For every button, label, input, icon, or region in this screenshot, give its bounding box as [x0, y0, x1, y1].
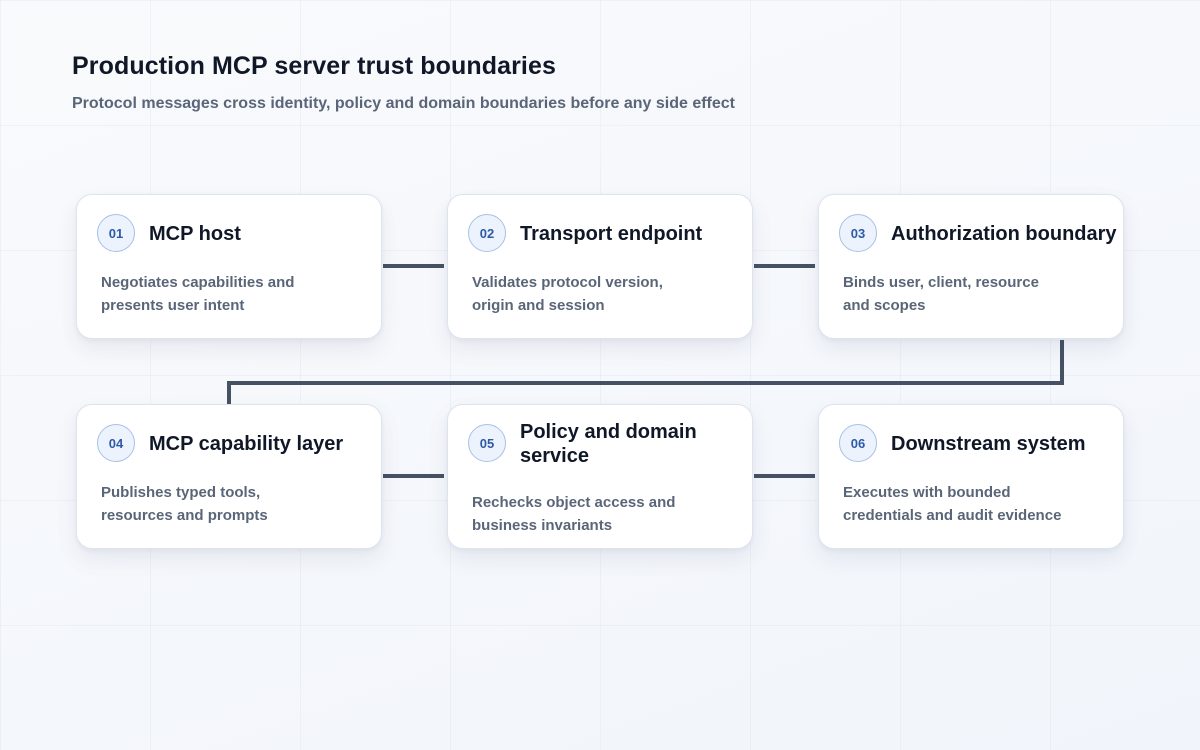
- connector-03-04: [227, 340, 1064, 404]
- step-card-downstream-system: 06 Downstream system Executes with bound…: [818, 404, 1124, 549]
- diagram-subtitle: Protocol messages cross identity, policy…: [72, 95, 735, 112]
- step-number-badge: 02: [468, 214, 506, 252]
- step-number-badge: 06: [839, 424, 877, 462]
- step-number-badge: 05: [468, 424, 506, 462]
- step-title: Policy and domain service: [520, 421, 697, 467]
- step-title: Downstream system: [891, 433, 1086, 455]
- step-number-badge: 03: [839, 214, 877, 252]
- step-description: Executes with bounded credentials and au…: [843, 484, 1062, 524]
- step-number-badge: 04: [97, 424, 135, 462]
- step-description: Rechecks object access and business inva…: [472, 494, 676, 534]
- step-card-mcp-host: 01 MCP host Negotiates capabilities and …: [76, 194, 382, 339]
- step-description: Binds user, client, resource and scopes: [843, 274, 1039, 314]
- step-description: Publishes typed tools, resources and pro…: [101, 484, 268, 524]
- diagram-title: Production MCP server trust boundaries: [72, 52, 556, 80]
- step-card-authorization-boundary: 03 Authorization boundary Binds user, cl…: [818, 194, 1124, 339]
- step-description: Validates protocol version, origin and s…: [472, 274, 663, 314]
- step-card-mcp-capability-layer: 04 MCP capability layer Publishes typed …: [76, 404, 382, 549]
- step-card-transport-endpoint: 02 Transport endpoint Validates protocol…: [447, 194, 753, 339]
- step-title: Transport endpoint: [520, 223, 703, 245]
- step-description: Negotiates capabilities and presents use…: [101, 274, 295, 314]
- step-title: MCP host: [149, 223, 241, 245]
- step-card-policy-domain-service: 05 Policy and domain service Rechecks ob…: [447, 404, 753, 549]
- step-title: MCP capability layer: [149, 433, 344, 455]
- step-title: Authorization boundary: [891, 223, 1117, 245]
- step-number-badge: 01: [97, 214, 135, 252]
